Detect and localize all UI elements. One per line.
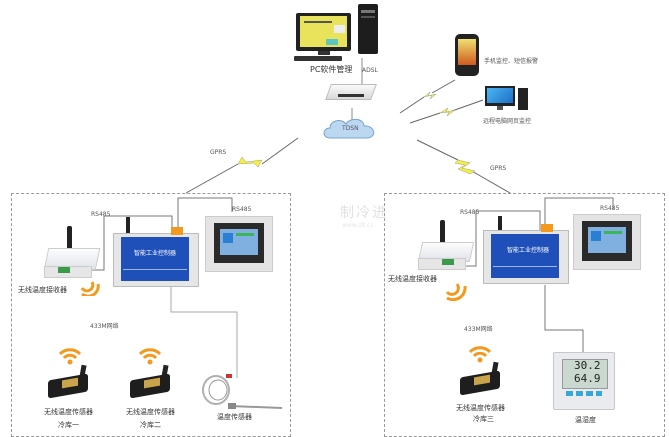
sensor3-wifi-icon <box>468 346 492 363</box>
left-network-label: 433M网络 <box>90 323 119 330</box>
cloud-label: TDSN <box>342 125 359 132</box>
pc-tower <box>358 4 378 54</box>
left-rs485-wire-screen <box>177 197 233 232</box>
remote-pc-bolt <box>409 99 484 124</box>
right-rs485-wire-receiver <box>465 210 541 267</box>
sensor2-room: 冷库二 <box>140 421 161 429</box>
hygro-humidity-readout: 64.9 <box>574 372 601 385</box>
right-rs485-wire-screen <box>544 197 614 230</box>
wireless-sensor-3 <box>460 361 506 396</box>
left-probe-wire <box>170 286 238 378</box>
wireless-sensor-1 <box>48 364 94 399</box>
left-rs485-label-screen: RS485 <box>232 206 252 213</box>
sensor1-room: 冷库一 <box>58 421 79 429</box>
left-gprs-bolt <box>185 137 299 194</box>
left-wireless-receiver <box>40 226 102 278</box>
watermark-brand: 制冷进 <box>340 205 388 221</box>
right-gprs-label: GPRS <box>490 165 507 172</box>
adsl-router <box>325 84 377 102</box>
hygro-temp-readout: 30.2 <box>574 359 601 372</box>
mobile-phone <box>455 34 479 76</box>
right-receiver-wifi-icon <box>445 283 467 302</box>
sensor1-label: 无线温度传感器 <box>44 408 93 416</box>
adsl-label: ADSL <box>362 67 378 74</box>
remote-pc <box>485 86 530 112</box>
sensor2-label: 无线温度传感器 <box>126 408 175 416</box>
internet-cloud-icon <box>323 118 375 139</box>
right-hygro-wire <box>544 285 584 355</box>
pc-monitor <box>296 13 351 55</box>
left-rs485-label-receiver: RS485 <box>91 211 111 218</box>
pc-label: PC软件管理 <box>310 65 353 74</box>
remote-pc-label: 远程电脑网页监控 <box>483 118 532 125</box>
phone-label: 手机监控、短信报警 <box>484 58 539 65</box>
pc-keyboard <box>294 56 342 61</box>
left-touch-screen <box>205 216 273 272</box>
right-rs485-label-receiver: RS485 <box>460 209 480 216</box>
right-network-label: 433M网络 <box>464 326 493 333</box>
temperature-probe <box>202 374 283 409</box>
right-rs485-label-screen: RS485 <box>600 205 620 212</box>
sensor1-wifi-icon <box>58 348 82 365</box>
right-controller-label: 智能工业控制器 <box>507 247 550 254</box>
hygrometer-label: 温湿度 <box>575 416 596 424</box>
sensor3-label: 无线温度传感器 <box>456 404 505 412</box>
left-rs485-wire-receiver <box>80 215 173 271</box>
wireless-sensor-2 <box>130 364 176 399</box>
left-industrial-controller <box>113 217 199 289</box>
left-receiver-label: 无线温度接收器 <box>18 286 67 294</box>
left-receiver-wifi-icon <box>80 281 100 296</box>
right-gprs-bolt <box>416 139 511 194</box>
left-controller-label: 智能工业控制器 <box>134 250 177 257</box>
sensor2-wifi-icon <box>138 348 162 365</box>
right-receiver-label: 无线温度接收器 <box>388 275 437 283</box>
phone-bolt <box>399 79 456 114</box>
watermark-url: www.zlt.cc <box>342 222 374 229</box>
hygrometer: 30.2 64.9 <box>553 352 615 410</box>
probe-label: 温度传感器 <box>217 413 252 421</box>
right-touch-screen <box>573 214 641 270</box>
right-industrial-controller <box>483 216 569 286</box>
sensor3-room: 冷库三 <box>473 415 494 423</box>
left-gprs-label: GPRS <box>210 149 227 156</box>
right-wireless-receiver <box>416 220 478 270</box>
